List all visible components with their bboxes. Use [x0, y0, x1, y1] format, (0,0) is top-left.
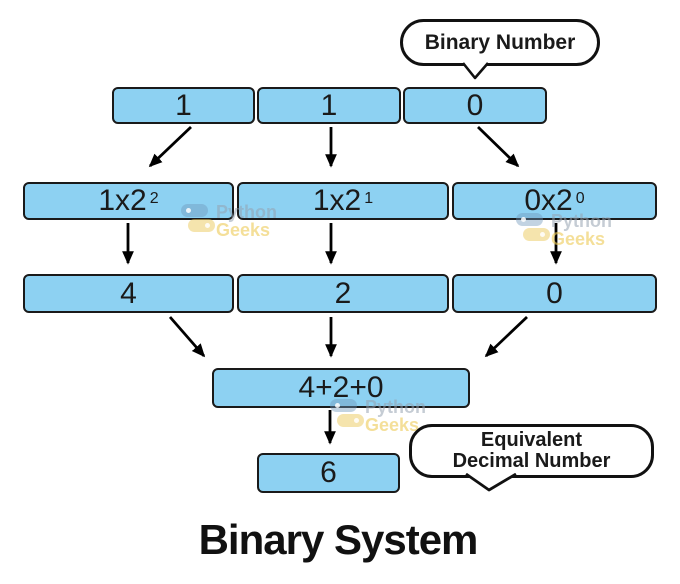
arrow-value1-to-sum: [168, 316, 206, 358]
binary-digit-2: 1: [320, 88, 338, 122]
arrow-value3-to-sum: [484, 315, 528, 358]
watermark-word-geeks: Geeks: [551, 229, 606, 250]
value-box-2: 2: [237, 274, 449, 313]
expansion-exponent-3: 0: [575, 190, 585, 207]
decimal-number-callout: Equivalent Decimal Number: [409, 424, 654, 478]
arrow-digit1-to-expansion1: [148, 125, 192, 168]
binary-number-callout: Binary Number: [400, 19, 600, 66]
expansion-base-3: 0x2: [524, 184, 573, 217]
expansion-base-1: 1x2: [98, 184, 147, 217]
binary-digit-box-2: 1: [257, 87, 401, 124]
watermark-word-geeks: Geeks: [216, 220, 271, 241]
decimal-callout-line2: Decimal Number: [452, 450, 611, 472]
value-box-1: 4: [23, 274, 234, 313]
value-box-3: 0: [452, 274, 657, 313]
sum-expression: 4+2+0: [298, 371, 384, 404]
result-box: 6: [257, 453, 400, 493]
binary-digit-3: 0: [466, 88, 484, 122]
binary-number-callout-label: Binary Number: [424, 30, 576, 54]
value-3: 0: [546, 276, 563, 310]
sum-box: 4+2+0: [212, 368, 470, 408]
value-2: 2: [334, 276, 352, 310]
binary-digit-box-1: 1: [112, 87, 255, 124]
expansion-base-2: 1x2: [312, 184, 362, 217]
binary-digit-box-3: 0: [403, 87, 547, 124]
diagram-title: Binary System: [198, 516, 479, 563]
binary-digit-1: 1: [175, 88, 192, 122]
expansion-exponent-2: 1: [364, 190, 374, 207]
expansion-exponent-1: 2: [149, 190, 159, 207]
arrow-digit3-to-expansion3: [477, 125, 520, 168]
decimal-callout-line1: Equivalent: [480, 429, 583, 451]
result-value: 6: [320, 456, 337, 489]
value-1: 4: [120, 276, 137, 310]
